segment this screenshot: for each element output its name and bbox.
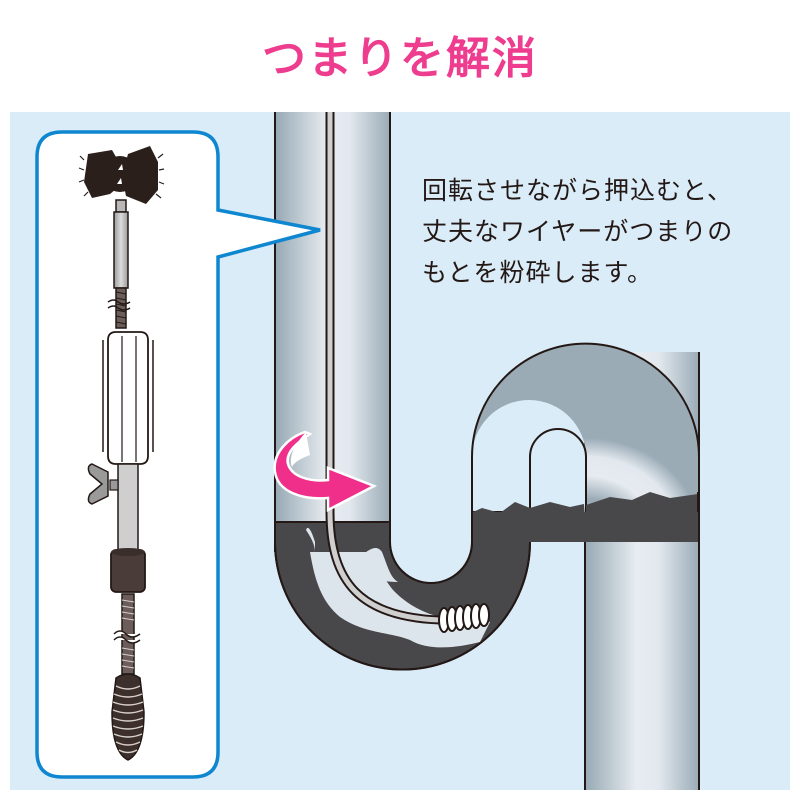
- spring-tip-icon: [438, 603, 490, 633]
- description-line-1: 回転させながら押込むと、: [422, 176, 734, 205]
- wing-nut-icon: [87, 463, 119, 505]
- brush-head-icon: [78, 146, 165, 204]
- shaft: [113, 211, 129, 289]
- page-title: つまりを解消: [262, 33, 538, 84]
- stopper: [110, 549, 146, 593]
- description-line-3: もとを粉砕します。: [422, 258, 654, 287]
- spring-end-icon: [111, 673, 145, 761]
- callout-box: [35, 130, 321, 779]
- illustration-panel: 回転させながら押込むと、 丈夫なワイヤーがつまりの もとを粉砕します。: [10, 112, 790, 790]
- rotate-arrow-icon: [273, 430, 378, 513]
- handle-grip: [102, 331, 154, 465]
- description-line-2: 丈夫なワイヤーがつまりの: [422, 217, 734, 246]
- description-text: 回転させながら押込むと、 丈夫なワイヤーがつまりの もとを粉砕します。: [422, 170, 792, 293]
- cleaning-wire: [325, 112, 490, 633]
- drain-cleaner-tool-icon: [78, 146, 165, 761]
